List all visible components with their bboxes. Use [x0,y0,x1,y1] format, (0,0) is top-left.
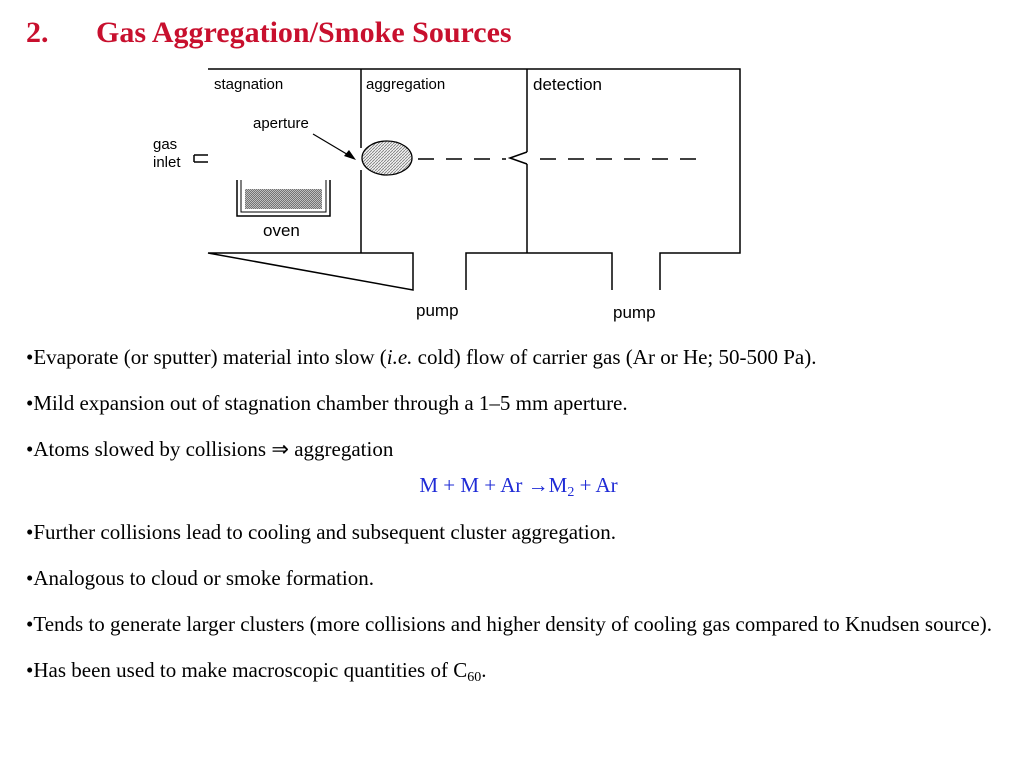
oven-label: oven [263,221,300,240]
oven-crucible [236,180,331,217]
title-number: 2. [26,16,49,49]
bullet-list: •Evaporate (or sputter) material into sl… [26,344,1011,703]
skimmer-notch [507,151,528,165]
gas-inlet-label-1: gas [153,136,177,153]
pump-left-label: pump [416,301,459,320]
bullet-cloud-smoke: •Analogous to cloud or smoke formation. [26,566,374,590]
gas-inlet-label-2: inlet [153,154,181,171]
chamber-outline [207,68,741,291]
pump-right-label: pump [613,303,656,322]
implies-arrow-icon: ⇒ [271,437,289,461]
cluster-beam-blob [361,140,413,176]
aggregation-equation: M + M + Ar →M2 + Ar [419,473,618,500]
slide-title: 2. Gas Aggregation/Smoke Sources [26,16,512,50]
detection-label: detection [533,75,602,94]
gas-inlet-pipe [193,154,208,163]
aggregation-label: aggregation [366,76,445,93]
bullet-larger-clusters: •Tends to generate larger clusters (more… [26,612,992,636]
stagnation-label: stagnation [214,76,283,93]
bullet-expansion: •Mild expansion out of stagnation chambe… [26,391,628,415]
bullet-cooling: •Further collisions lead to cooling and … [26,520,616,544]
bullet-evaporate: •Evaporate (or sputter) material into sl… [26,345,817,369]
aperture-label: aperture [253,115,309,132]
title-text: Gas Aggregation/Smoke Sources [96,16,512,49]
gas-aggregation-diagram: stagnation aggregation detection apertur… [153,68,741,322]
bullet-atoms-slowed: •Atoms slowed by collisions ⇒ aggregatio… [26,437,394,461]
aperture-pointer-arrow [312,133,351,157]
bullet-c60: •Has been used to make macroscopic quant… [26,658,487,685]
